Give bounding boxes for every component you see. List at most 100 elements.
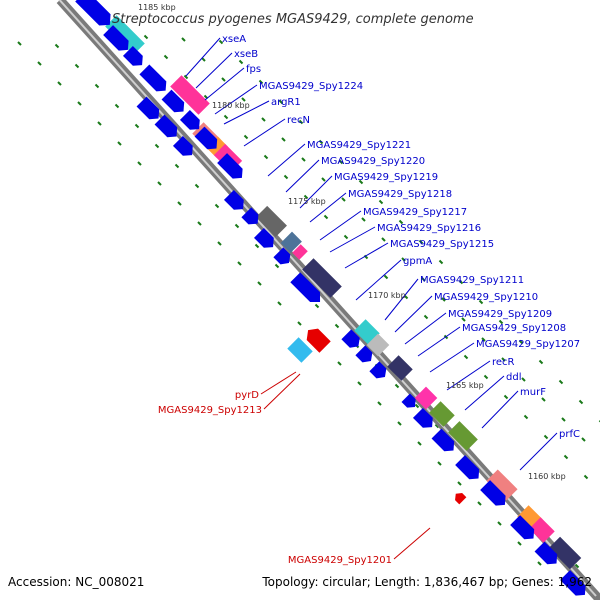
gc-dot <box>541 397 546 402</box>
gc-dot <box>338 159 344 165</box>
gc-dot <box>297 321 302 326</box>
gc-dot <box>437 461 442 466</box>
forward-gene-label[interactable]: MGAS9429_Spy1216 <box>377 223 481 234</box>
reverse-gene-label[interactable]: MGAS9429_Spy1213 <box>158 405 262 416</box>
gc-dot <box>318 139 324 145</box>
forward-gene-label[interactable]: MGAS9429_Spy1210 <box>434 292 538 303</box>
gc-dot <box>377 401 382 406</box>
feature-block-magenta <box>414 386 438 410</box>
label-leader <box>185 37 221 77</box>
gc-dot <box>423 314 429 320</box>
forward-gene-arrow <box>154 114 178 138</box>
feature-block-pink <box>529 517 555 543</box>
label-leader <box>481 390 519 429</box>
forward-gene-label[interactable]: MGAS9429_Spy1215 <box>390 239 494 250</box>
forward-gene-label[interactable]: MGAS9429_Spy1209 <box>448 309 552 320</box>
gc-dot <box>394 383 400 389</box>
label-leader <box>299 175 333 209</box>
forward-gene-arrow <box>290 272 321 303</box>
forward-gene-arrow <box>355 345 373 363</box>
forward-gene-arrow <box>401 393 416 408</box>
label-leader <box>394 295 433 333</box>
forward-gene-arrow <box>103 25 129 51</box>
reverse-gene-label[interactable]: MGAS9429_Spy1201 <box>288 555 392 566</box>
gc-dot <box>194 183 200 189</box>
forward-gene-label[interactable]: MGAS9429_Spy1219 <box>334 172 438 183</box>
forward-gene-label[interactable]: prfC <box>559 429 580 440</box>
feature-block-navy <box>302 258 342 298</box>
gc-dot <box>438 259 444 265</box>
forward-gene-label[interactable]: MGAS9429_Spy1224 <box>259 81 363 92</box>
forward-gene-label[interactable]: MGAS9429_Spy1221 <box>307 140 411 151</box>
scale-tick-label: 1175 kbp <box>288 197 326 206</box>
forward-gene-label[interactable]: MGAS9429_Spy1217 <box>363 207 467 218</box>
forward-gene-arrow <box>179 109 200 130</box>
reverse-gene-label[interactable]: pyrD <box>235 390 259 401</box>
feature-block-navy <box>387 355 413 381</box>
forward-gene-arrow <box>455 455 480 480</box>
label-leader <box>309 192 347 223</box>
forward-gene-label[interactable]: ddl <box>506 372 521 383</box>
genome-title: Streptococcus pyogenes MGAS9429, complet… <box>112 12 474 27</box>
gc-dot <box>117 141 122 146</box>
topology-text: Topology: circular; Length: 1,836,467 bp… <box>262 575 592 589</box>
gc-dot <box>537 561 542 566</box>
forward-gene-arrow <box>217 153 243 179</box>
gc-dot <box>137 161 142 166</box>
gc-dot <box>17 41 22 46</box>
gc-dot <box>181 37 186 42</box>
feature-block-salmon <box>486 469 518 501</box>
forward-gene-arrow <box>341 329 360 348</box>
gc-dot <box>261 117 266 122</box>
forward-gene-label[interactable]: argR1 <box>271 97 301 108</box>
forward-gene-label[interactable]: recN <box>287 115 310 126</box>
forward-gene-label[interactable]: recR <box>492 357 515 368</box>
forward-gene-arrow <box>534 541 558 565</box>
forward-gene-label[interactable]: fps <box>246 64 261 75</box>
label-leader <box>267 143 306 177</box>
label-leader <box>204 67 245 101</box>
forward-gene-label[interactable]: MGAS9429_Spy1208 <box>462 323 566 334</box>
forward-gene-label[interactable]: xseA <box>222 34 246 45</box>
gc-dot <box>214 203 220 209</box>
gc-dot <box>558 379 564 385</box>
gc-dot <box>154 143 160 149</box>
reverse-gene-arrows <box>287 328 467 505</box>
feature-block-orange <box>206 136 228 158</box>
forward-gene-label[interactable]: MGAS9429_Spy1211 <box>420 275 524 286</box>
gc-dot <box>134 123 140 129</box>
gc-dot <box>441 297 446 302</box>
forward-gene-arrow <box>161 89 185 113</box>
forward-gene-label[interactable]: MGAS9429_Spy1220 <box>321 156 425 167</box>
forward-gene-label[interactable]: murF <box>520 387 546 398</box>
dot-tracks <box>17 34 600 569</box>
feature-block-pink <box>170 75 210 115</box>
feature-block-gray <box>255 205 287 237</box>
gc-dot <box>434 423 440 429</box>
label-leader <box>344 242 389 269</box>
gc-dot <box>403 294 409 300</box>
forward-gene-arrow <box>75 0 111 26</box>
gc-dot <box>578 399 584 405</box>
gc-dot <box>458 279 464 285</box>
label-leaders <box>185 37 558 560</box>
feature-block-steel <box>280 231 302 253</box>
forward-gene-label[interactable]: MGAS9429_Spy1207 <box>476 339 580 350</box>
gc-dot <box>518 339 524 345</box>
forward-gene-label[interactable]: MGAS9429_Spy1218 <box>348 189 452 200</box>
forward-gene-label[interactable]: xseB <box>234 49 258 60</box>
forward-gene-arrow <box>560 570 586 596</box>
label-leader <box>285 159 320 193</box>
gc-dot <box>574 563 580 569</box>
label-leader <box>243 118 286 147</box>
gc-dot <box>177 201 182 206</box>
gc-dot <box>401 257 406 262</box>
gc-dot <box>201 57 206 62</box>
gc-dot <box>503 394 509 400</box>
label-leader <box>393 527 431 560</box>
label-leader <box>263 373 301 410</box>
forward-gene-label[interactable]: gpmA <box>403 256 432 267</box>
label-leader <box>384 278 419 321</box>
gc-dot <box>241 97 246 102</box>
